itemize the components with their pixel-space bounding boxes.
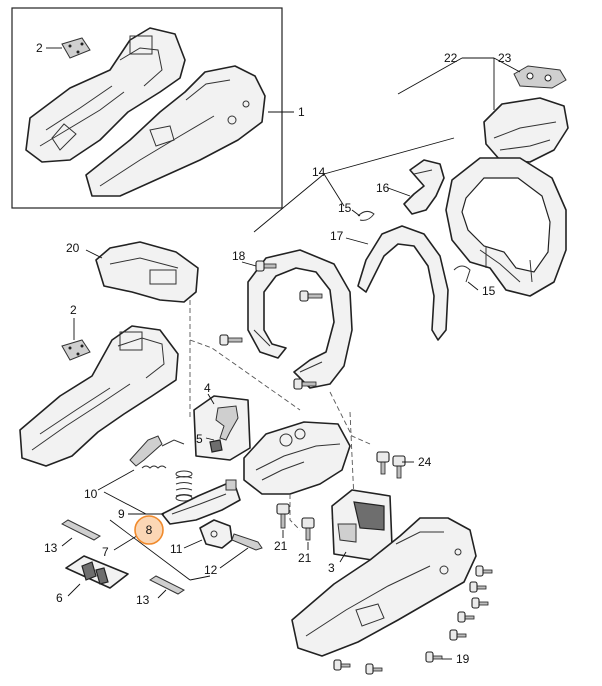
motor-mount-block — [243, 421, 351, 495]
part-6-pad — [65, 555, 129, 589]
part-2-gasket — [61, 339, 91, 361]
part-21-screw-b — [301, 517, 315, 541]
callout-15-left: 15 — [338, 201, 352, 215]
assembly-1-frame — [11, 7, 283, 209]
handle-screw-3 — [219, 334, 243, 346]
front-handle — [247, 249, 353, 389]
callout-24: 24 — [418, 455, 432, 469]
callout-15-right: 15 — [482, 284, 496, 298]
part-15-clip-left — [357, 210, 375, 221]
part-9-spring — [175, 470, 193, 502]
housing-half-right — [291, 517, 477, 657]
part-13-strip-top — [61, 519, 101, 541]
callout-3: 3 — [328, 561, 335, 575]
rear-handle-frame — [445, 157, 567, 297]
part-12-pin — [231, 533, 263, 551]
callout-13-top: 13 — [44, 541, 58, 555]
part-21-screw-a — [276, 503, 290, 529]
callout-10: 10 — [84, 487, 98, 501]
callout-5: 5 — [196, 432, 203, 446]
dash-guide-5 — [289, 494, 301, 531]
part-19-screws — [333, 565, 493, 675]
handle-screw-4 — [293, 378, 317, 390]
part-15-clip-right — [453, 265, 471, 283]
callout-11: 11 — [170, 542, 183, 556]
handle-screw-2 — [299, 290, 323, 302]
part-11-bracket — [199, 519, 233, 549]
part-10-lever — [129, 435, 185, 467]
callout-6: 6 — [56, 591, 63, 605]
spring-small — [141, 465, 167, 469]
callout-12: 12 — [204, 563, 218, 577]
callout-21-right: 21 — [298, 551, 312, 565]
callout-19: 19 — [456, 652, 470, 666]
housing-half-left — [19, 325, 179, 467]
part-17-loop-handle — [357, 225, 449, 341]
callout-20: 20 — [66, 241, 80, 255]
callout-4: 4 — [204, 381, 211, 395]
part-16-bracket — [403, 159, 445, 215]
part-22-cover — [483, 97, 569, 163]
callout-13-bottom: 13 — [136, 593, 150, 607]
callout-22: 22 — [444, 51, 458, 65]
part-24-screw-a — [376, 451, 390, 475]
part-18-screw — [255, 260, 277, 272]
callout-2-top: 2 — [36, 41, 43, 55]
part-8-trigger — [161, 479, 241, 525]
callout-14: 14 — [312, 165, 326, 179]
housing-half-left-in-frame — [25, 27, 186, 163]
callout-17: 17 — [330, 229, 344, 243]
housing-half-right-in-frame — [85, 65, 266, 197]
callout-1: 1 — [298, 105, 305, 119]
part-23-plate — [513, 65, 567, 89]
callout-18: 18 — [232, 249, 246, 263]
part-3-kit — [331, 489, 393, 561]
callout-21-left: 21 — [274, 539, 288, 553]
dash-guide-3 — [329, 391, 371, 445]
callout-16: 16 — [376, 181, 390, 195]
callout-8: 8 — [146, 523, 153, 537]
callout-7: 7 — [102, 545, 109, 559]
callout-2-lower: 2 — [70, 303, 77, 317]
part-13-strip-bottom — [149, 575, 185, 595]
callout-23: 23 — [498, 51, 512, 65]
part-4-switch-kit — [193, 395, 251, 461]
part-24-screw-b — [392, 455, 406, 479]
part-20-cover — [95, 241, 199, 303]
part-2-gasket-in-frame — [61, 37, 91, 59]
callout-9: 9 — [118, 507, 125, 521]
callout-8-highlight[interactable] — [134, 515, 164, 545]
